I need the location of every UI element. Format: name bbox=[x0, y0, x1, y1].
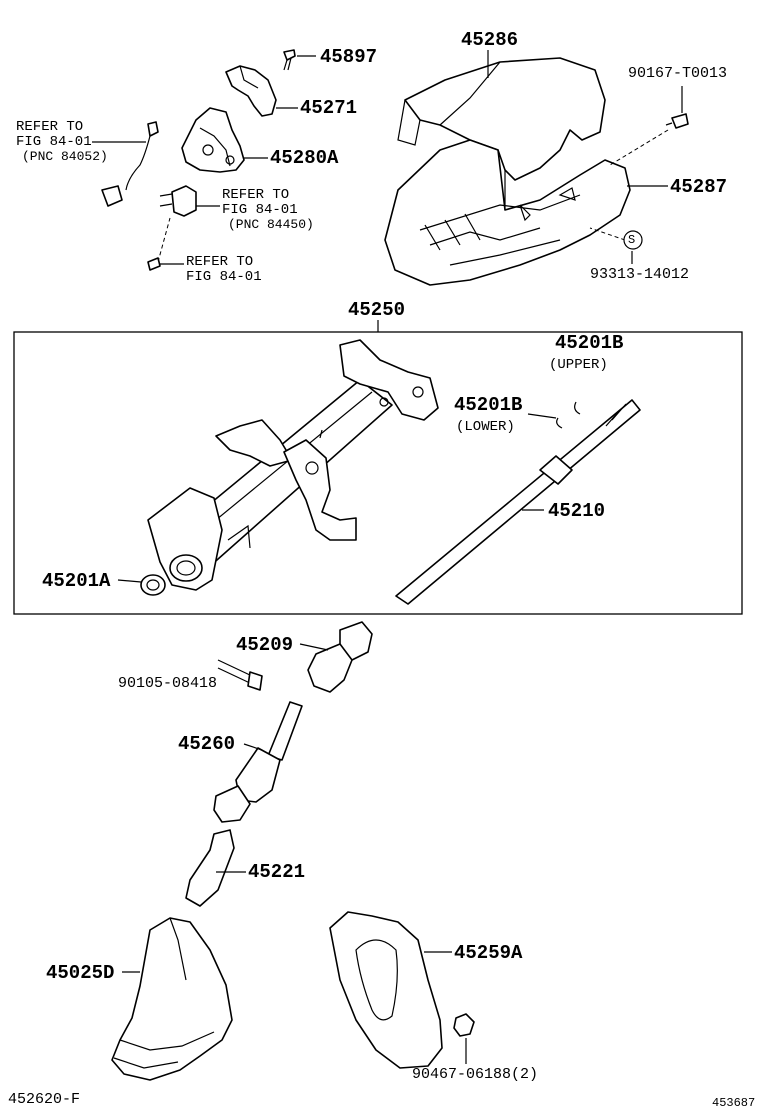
label-90167: 90167-T0013 bbox=[628, 65, 728, 82]
label-45221: 45221 bbox=[248, 861, 306, 883]
ref2-line2: FIG 84-01 bbox=[222, 202, 298, 218]
label-45250: 45250 bbox=[348, 299, 406, 321]
column-cover-lower bbox=[384, 139, 631, 286]
label-45271: 45271 bbox=[300, 97, 358, 119]
ref2-line1: REFER TO bbox=[222, 187, 290, 203]
label-45259A: 45259A bbox=[454, 942, 523, 964]
footer-figure-id: 453687 bbox=[712, 1096, 756, 1110]
intermediate-shaft-45260 bbox=[213, 701, 303, 823]
label-lower: (LOWER) bbox=[456, 419, 515, 435]
label-45201A: 45201A bbox=[42, 570, 111, 592]
label-90467: 90467-06188(2) bbox=[412, 1066, 539, 1083]
label-45210: 45210 bbox=[548, 500, 606, 522]
footer-drawing-code: 452620-F bbox=[8, 1091, 81, 1108]
label-93313: 93313-14012 bbox=[590, 266, 690, 283]
snap-rings-45201B bbox=[527, 401, 581, 429]
ref3-line1: REFER TO bbox=[186, 254, 254, 270]
bracket-45271 bbox=[225, 65, 298, 117]
steering-column-tube bbox=[147, 339, 439, 591]
bolt-90105 bbox=[217, 659, 263, 691]
boot-45025D bbox=[111, 917, 233, 1081]
universal-joint-45209 bbox=[299, 621, 373, 693]
label-45286: 45286 bbox=[461, 29, 519, 51]
screw-90167 bbox=[609, 86, 689, 166]
symbol-s: S bbox=[628, 233, 636, 247]
label-upper: (UPPER) bbox=[549, 357, 608, 373]
label-45025D: 45025D bbox=[46, 962, 115, 984]
key-cylinder bbox=[159, 185, 220, 217]
label-45287: 45287 bbox=[670, 176, 728, 198]
joint-45221 bbox=[185, 829, 246, 907]
label-45897: 45897 bbox=[320, 46, 378, 68]
screw-45897 bbox=[283, 49, 316, 71]
main-shaft-45210 bbox=[395, 399, 641, 605]
ref2-line3: (PNC 84450) bbox=[228, 217, 314, 232]
label-45280A: 45280A bbox=[270, 147, 339, 169]
label-45260: 45260 bbox=[178, 733, 236, 755]
group-box-45250 bbox=[13, 331, 743, 615]
cover-45259A bbox=[329, 911, 452, 1069]
bearing-45201A bbox=[117, 574, 166, 596]
label-45201B-lower: 45201B bbox=[454, 394, 523, 416]
ref3-line2: FIG 84-01 bbox=[186, 269, 262, 285]
ref1-line1: REFER TO bbox=[16, 119, 84, 135]
switch-with-cable bbox=[92, 121, 159, 207]
label-45209: 45209 bbox=[236, 634, 294, 656]
ignition-45280A bbox=[181, 107, 268, 173]
clip-90467 bbox=[453, 1013, 475, 1064]
label-90105: 90105-08418 bbox=[118, 675, 218, 692]
ref1-line2: FIG 84-01 bbox=[16, 134, 92, 150]
label-45201B-upper: 45201B bbox=[555, 332, 624, 354]
ref1-line3: (PNC 84052) bbox=[22, 149, 108, 164]
